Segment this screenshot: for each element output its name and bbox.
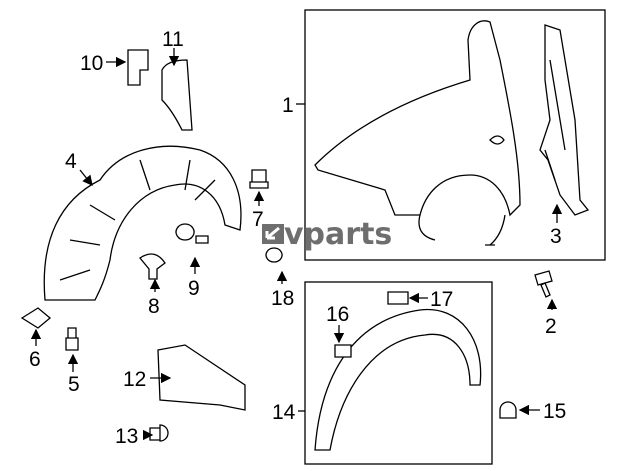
callout-17: 17 — [430, 288, 453, 311]
callout-11: 11 — [162, 28, 184, 51]
callout-10: 10 — [80, 52, 103, 75]
callout-14: 14 — [272, 401, 296, 424]
flare-group-box — [304, 281, 493, 465]
callout-18: 18 — [271, 287, 294, 310]
callout-3: 3 — [550, 225, 562, 248]
callout-15: 15 — [543, 400, 566, 423]
fender-part — [314, 20, 521, 217]
bracket-part-10 — [127, 49, 149, 86]
callout-4: 4 — [65, 150, 77, 173]
clip-part-18 — [265, 247, 283, 263]
callout-9: 9 — [188, 277, 200, 300]
fender-group-box — [304, 9, 606, 261]
clip-part-17 — [387, 291, 409, 305]
bolt-part-2 — [534, 270, 553, 298]
vparts-watermark: vparts — [262, 217, 392, 252]
callout-8: 8 — [148, 295, 160, 318]
callout-6: 6 — [29, 348, 41, 371]
fender-bracket-part — [539, 24, 590, 216]
callout-1: 1 — [282, 94, 294, 117]
shield-part-12 — [157, 344, 246, 411]
callout-13: 13 — [115, 425, 138, 448]
callout-2: 2 — [545, 315, 557, 338]
bolt-part-9 — [175, 223, 209, 244]
clip-part-7 — [249, 169, 269, 189]
bolt-part-5 — [65, 327, 79, 351]
callout-5: 5 — [68, 373, 80, 396]
callout-7: 7 — [252, 208, 264, 231]
clip-part-8 — [139, 253, 166, 280]
watermark-text: vparts — [284, 217, 392, 252]
flare-part-14 — [314, 308, 482, 451]
callout-12: 12 — [123, 368, 146, 391]
clip-part-16 — [334, 344, 352, 358]
clip-part-15 — [499, 401, 517, 419]
seal-part-11 — [161, 59, 193, 131]
nut-part-6 — [20, 307, 52, 329]
callout-16: 16 — [326, 303, 349, 326]
bolt-part-13 — [149, 424, 169, 442]
